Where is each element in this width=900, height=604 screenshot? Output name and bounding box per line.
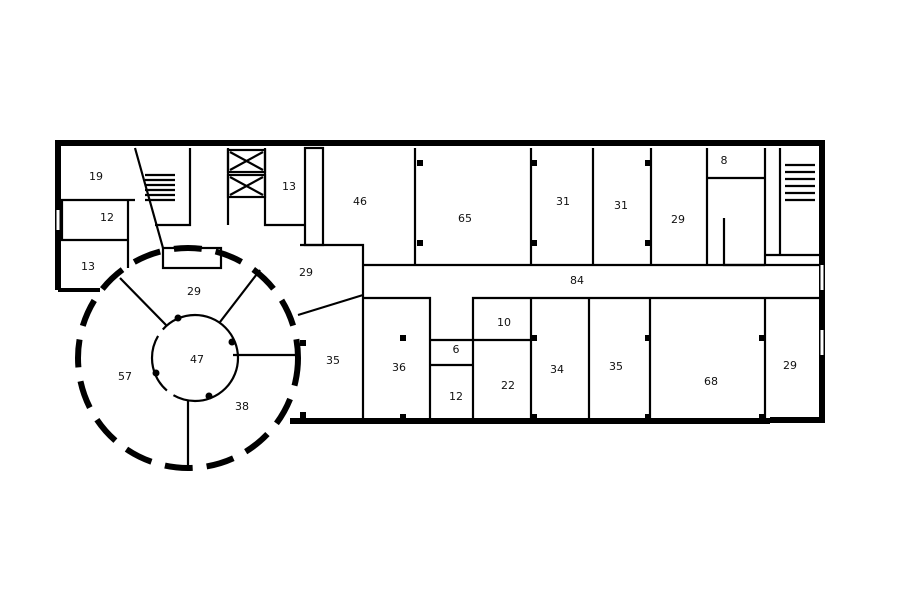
room-area: 22	[501, 379, 515, 392]
room-area: 68	[704, 375, 718, 388]
room-area: 29	[671, 213, 685, 226]
room-area: 35	[326, 354, 340, 367]
column	[759, 335, 765, 341]
interior-walls	[58, 146, 820, 468]
column	[400, 335, 406, 341]
column	[645, 414, 651, 420]
column	[400, 414, 406, 420]
columns	[152, 160, 765, 420]
room-area: 12	[100, 211, 114, 224]
room-area: 10	[497, 316, 511, 329]
column	[759, 414, 765, 420]
column	[531, 414, 537, 420]
column	[645, 240, 651, 246]
room-area: 31	[556, 195, 570, 208]
room-area: 35	[609, 360, 623, 373]
column	[300, 412, 306, 418]
room-area: 46	[353, 195, 367, 208]
room-area: 57	[118, 370, 132, 383]
column	[152, 369, 160, 377]
column	[228, 338, 236, 346]
room-area: 65	[458, 212, 472, 225]
column	[645, 335, 651, 341]
column	[531, 335, 537, 341]
room-area: 29	[299, 266, 313, 279]
column	[645, 160, 651, 166]
room-area: 31	[614, 199, 628, 212]
column	[174, 314, 182, 322]
room-area: 12	[449, 390, 463, 403]
room-area: 47	[190, 353, 204, 366]
column	[531, 160, 537, 166]
column	[205, 392, 213, 400]
room-area: 29	[187, 285, 201, 298]
room-area: 13	[81, 260, 95, 273]
column	[417, 160, 423, 166]
room-area: 34	[550, 363, 564, 376]
room-labels: 19 12 13 13 46 65 31 31 29 8 29 29 84 47…	[81, 154, 797, 413]
room-area: 8	[721, 154, 728, 167]
column	[531, 240, 537, 246]
room-area: 38	[235, 400, 249, 413]
column	[300, 340, 306, 346]
column	[417, 240, 423, 246]
room-area: 19	[89, 170, 103, 183]
room-area: 29	[783, 359, 797, 372]
room-area: 36	[392, 361, 406, 374]
room-area: 84	[570, 274, 584, 287]
room-area: 13	[282, 180, 296, 193]
room-area: 6	[453, 343, 460, 356]
